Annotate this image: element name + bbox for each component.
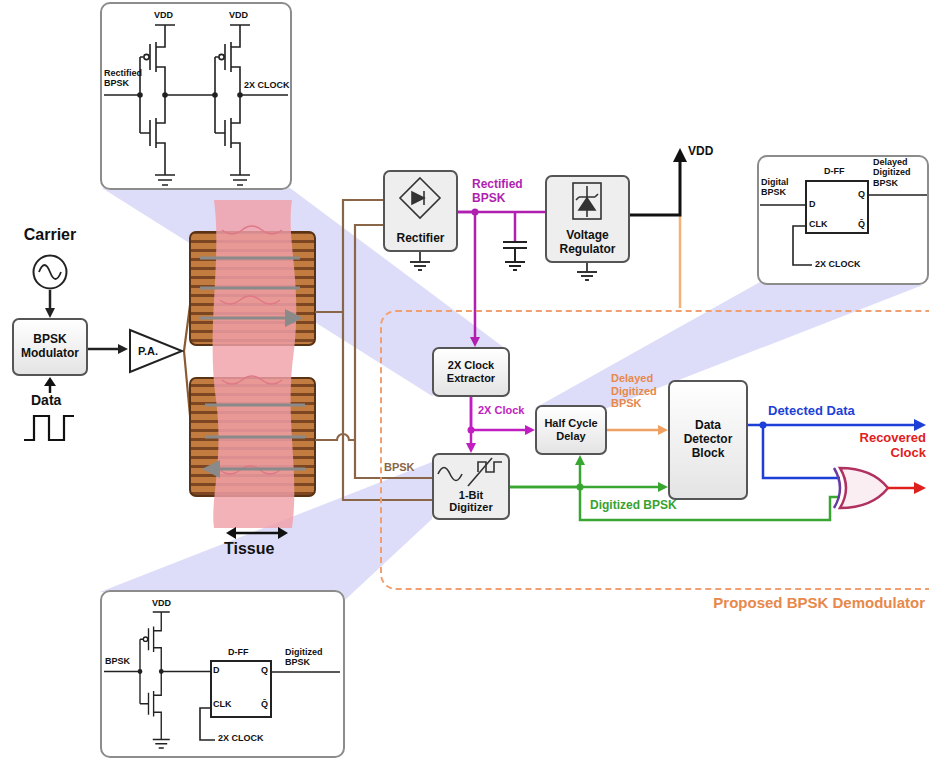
node-text: BPSK Modulator xyxy=(18,333,82,361)
process-box: Half Cycle Delay xyxy=(535,405,607,455)
connector xyxy=(510,482,668,492)
signal-label: Recovered Clock xyxy=(846,431,926,461)
node-text: Q xyxy=(261,665,268,675)
node-text: Half Cycle Delay xyxy=(541,417,601,442)
connector xyxy=(466,397,476,453)
node-text: D-FF xyxy=(228,647,249,657)
node-text: Digital BPSK xyxy=(761,177,801,198)
inverter-schematic xyxy=(104,25,288,185)
vdd-rail xyxy=(630,158,680,215)
rectifier-box: Rectifier xyxy=(383,170,458,252)
inverter-schematic xyxy=(104,612,340,748)
node-text: Data Detector Block xyxy=(674,419,742,460)
node-text: Carrier xyxy=(20,226,80,244)
flip-flop: D-FFDQCLKQ̄ xyxy=(210,660,272,718)
node-text: VDD xyxy=(154,10,173,20)
node-text: Proposed BPSK Demodulator xyxy=(700,594,925,611)
digitizer-box: 1-Bit Digitizer xyxy=(432,453,510,520)
ground xyxy=(577,263,597,280)
edge-label: 2X Clock xyxy=(478,404,524,417)
node-text: 2X CLOCK xyxy=(815,259,875,269)
inset-panel: VDD VDD Rectified BPSK 2X CLOCK xyxy=(100,2,292,190)
node-text: 1-Bit Digitizer xyxy=(438,489,504,514)
zener-symbol xyxy=(573,183,601,219)
edge-label: Rectified BPSK xyxy=(472,178,542,206)
process-box: BPSK Modulator xyxy=(12,318,88,376)
node-text: D xyxy=(213,665,220,675)
node-text: 2X CLOCK xyxy=(218,733,278,743)
node-text: 2X Clock Extractor xyxy=(438,359,504,384)
signal-label: BPSK xyxy=(384,461,415,474)
xor-gate xyxy=(834,468,888,508)
inset-panel: VDD BPSK Digitized BPSK 2X CLOCK D-FF D Q CLK Q̄ xyxy=(100,590,345,758)
flip-flop: D-FFDQCLKQ̄ xyxy=(805,180,869,234)
process-box: Data Detector Block xyxy=(668,380,748,500)
tissue xyxy=(213,200,297,528)
capacitor xyxy=(503,242,527,270)
ground xyxy=(410,252,430,270)
connector xyxy=(88,344,128,354)
diode-bridge xyxy=(400,178,440,218)
process-box: 2X Clock Extractor xyxy=(432,347,510,397)
node-text: Delayed Digitized BPSK xyxy=(873,157,927,188)
node-text: P.A. xyxy=(138,345,158,358)
inset-panel: Digital BPSK Delayed Digitized BPSK 2X CLO… xyxy=(757,155,929,285)
signal-label: VDD xyxy=(688,145,713,159)
signal-label: Tissue xyxy=(224,540,274,558)
signal-label: Detected Data xyxy=(768,404,855,419)
node-text: VDD xyxy=(229,10,248,20)
regulator-box: Voltage Regulator xyxy=(545,175,630,263)
demodulator-region: Proposed BPSK Demodulator2X Clock Extrac… xyxy=(380,310,929,590)
node-text: Rectifier xyxy=(396,232,444,246)
node-text: Voltage Regulator xyxy=(551,229,624,257)
node-text: D xyxy=(809,199,816,209)
digitizer-icon xyxy=(438,458,502,486)
amplifier-triangle: P.A. xyxy=(128,328,184,374)
data-waveform xyxy=(24,416,74,440)
node-text: D-FF xyxy=(824,166,845,176)
node-text: Q̄ xyxy=(261,699,268,709)
connector xyxy=(607,425,668,435)
edge-label: Delayed Digitized BPSK xyxy=(611,372,667,410)
node-text: Q xyxy=(858,189,865,199)
connector xyxy=(45,290,55,318)
node-text: BPSK xyxy=(105,656,140,666)
connector xyxy=(510,455,585,487)
node-text: Rectified BPSK xyxy=(104,68,144,89)
node-text: Q̄ xyxy=(858,219,865,229)
node-text: 2X CLOCK xyxy=(244,80,290,90)
carrier-source: Carrier xyxy=(20,226,80,290)
node-text: Digitized BPSK xyxy=(285,647,337,668)
connector xyxy=(458,212,480,347)
signal-label: Digitized BPSK xyxy=(590,499,677,513)
node-text: CLK xyxy=(213,699,232,709)
connector xyxy=(471,397,535,435)
signal-label: Data xyxy=(31,392,61,408)
node-text: CLK xyxy=(809,219,828,229)
node-text: VDD xyxy=(152,598,171,608)
